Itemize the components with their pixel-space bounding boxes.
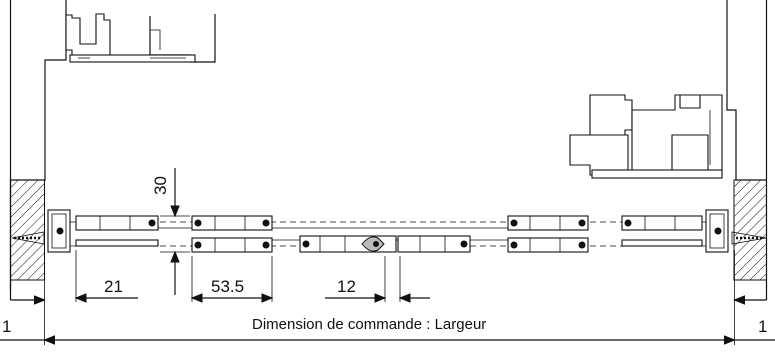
dimension-12: 12: [325, 256, 430, 303]
dim-21-label: 21: [104, 277, 123, 296]
dim-53-5-label: 53.5: [211, 277, 244, 296]
left-jamb-profile: [11, 209, 71, 253]
dimension-right-1: 1: [733, 250, 767, 345]
panel-right-outer: [621, 215, 703, 247]
dim-left-1-label: 1: [2, 317, 11, 336]
dimension-53-5: 53.5: [190, 256, 274, 303]
right-wall-outline: [726, 0, 767, 181]
dim-30-label: 30: [151, 176, 170, 195]
dimension-left-1: 1: [2, 250, 46, 345]
dimension-order-width: Dimension de commande : Largeur: [0, 316, 775, 345]
right-masonry: [733, 179, 767, 281]
right-jamb-profile: [705, 209, 767, 253]
upper-left-frame-profile: [65, 13, 216, 63]
upper-right-frame-profile: [569, 94, 723, 179]
panel-left-outer: [75, 215, 159, 247]
handle-icon: [361, 236, 385, 252]
order-width-label: Dimension de commande : Largeur: [252, 316, 486, 333]
dim-right-1-label: 1: [758, 317, 767, 336]
panel-center: [299, 235, 471, 253]
dim-12-label: 12: [337, 277, 356, 296]
dimension-30: 30: [151, 168, 190, 295]
panel-left-middle: [191, 215, 273, 253]
panel-right-middle: [507, 215, 589, 253]
dimension-21: 21: [74, 250, 138, 303]
left-masonry: [10, 179, 45, 281]
